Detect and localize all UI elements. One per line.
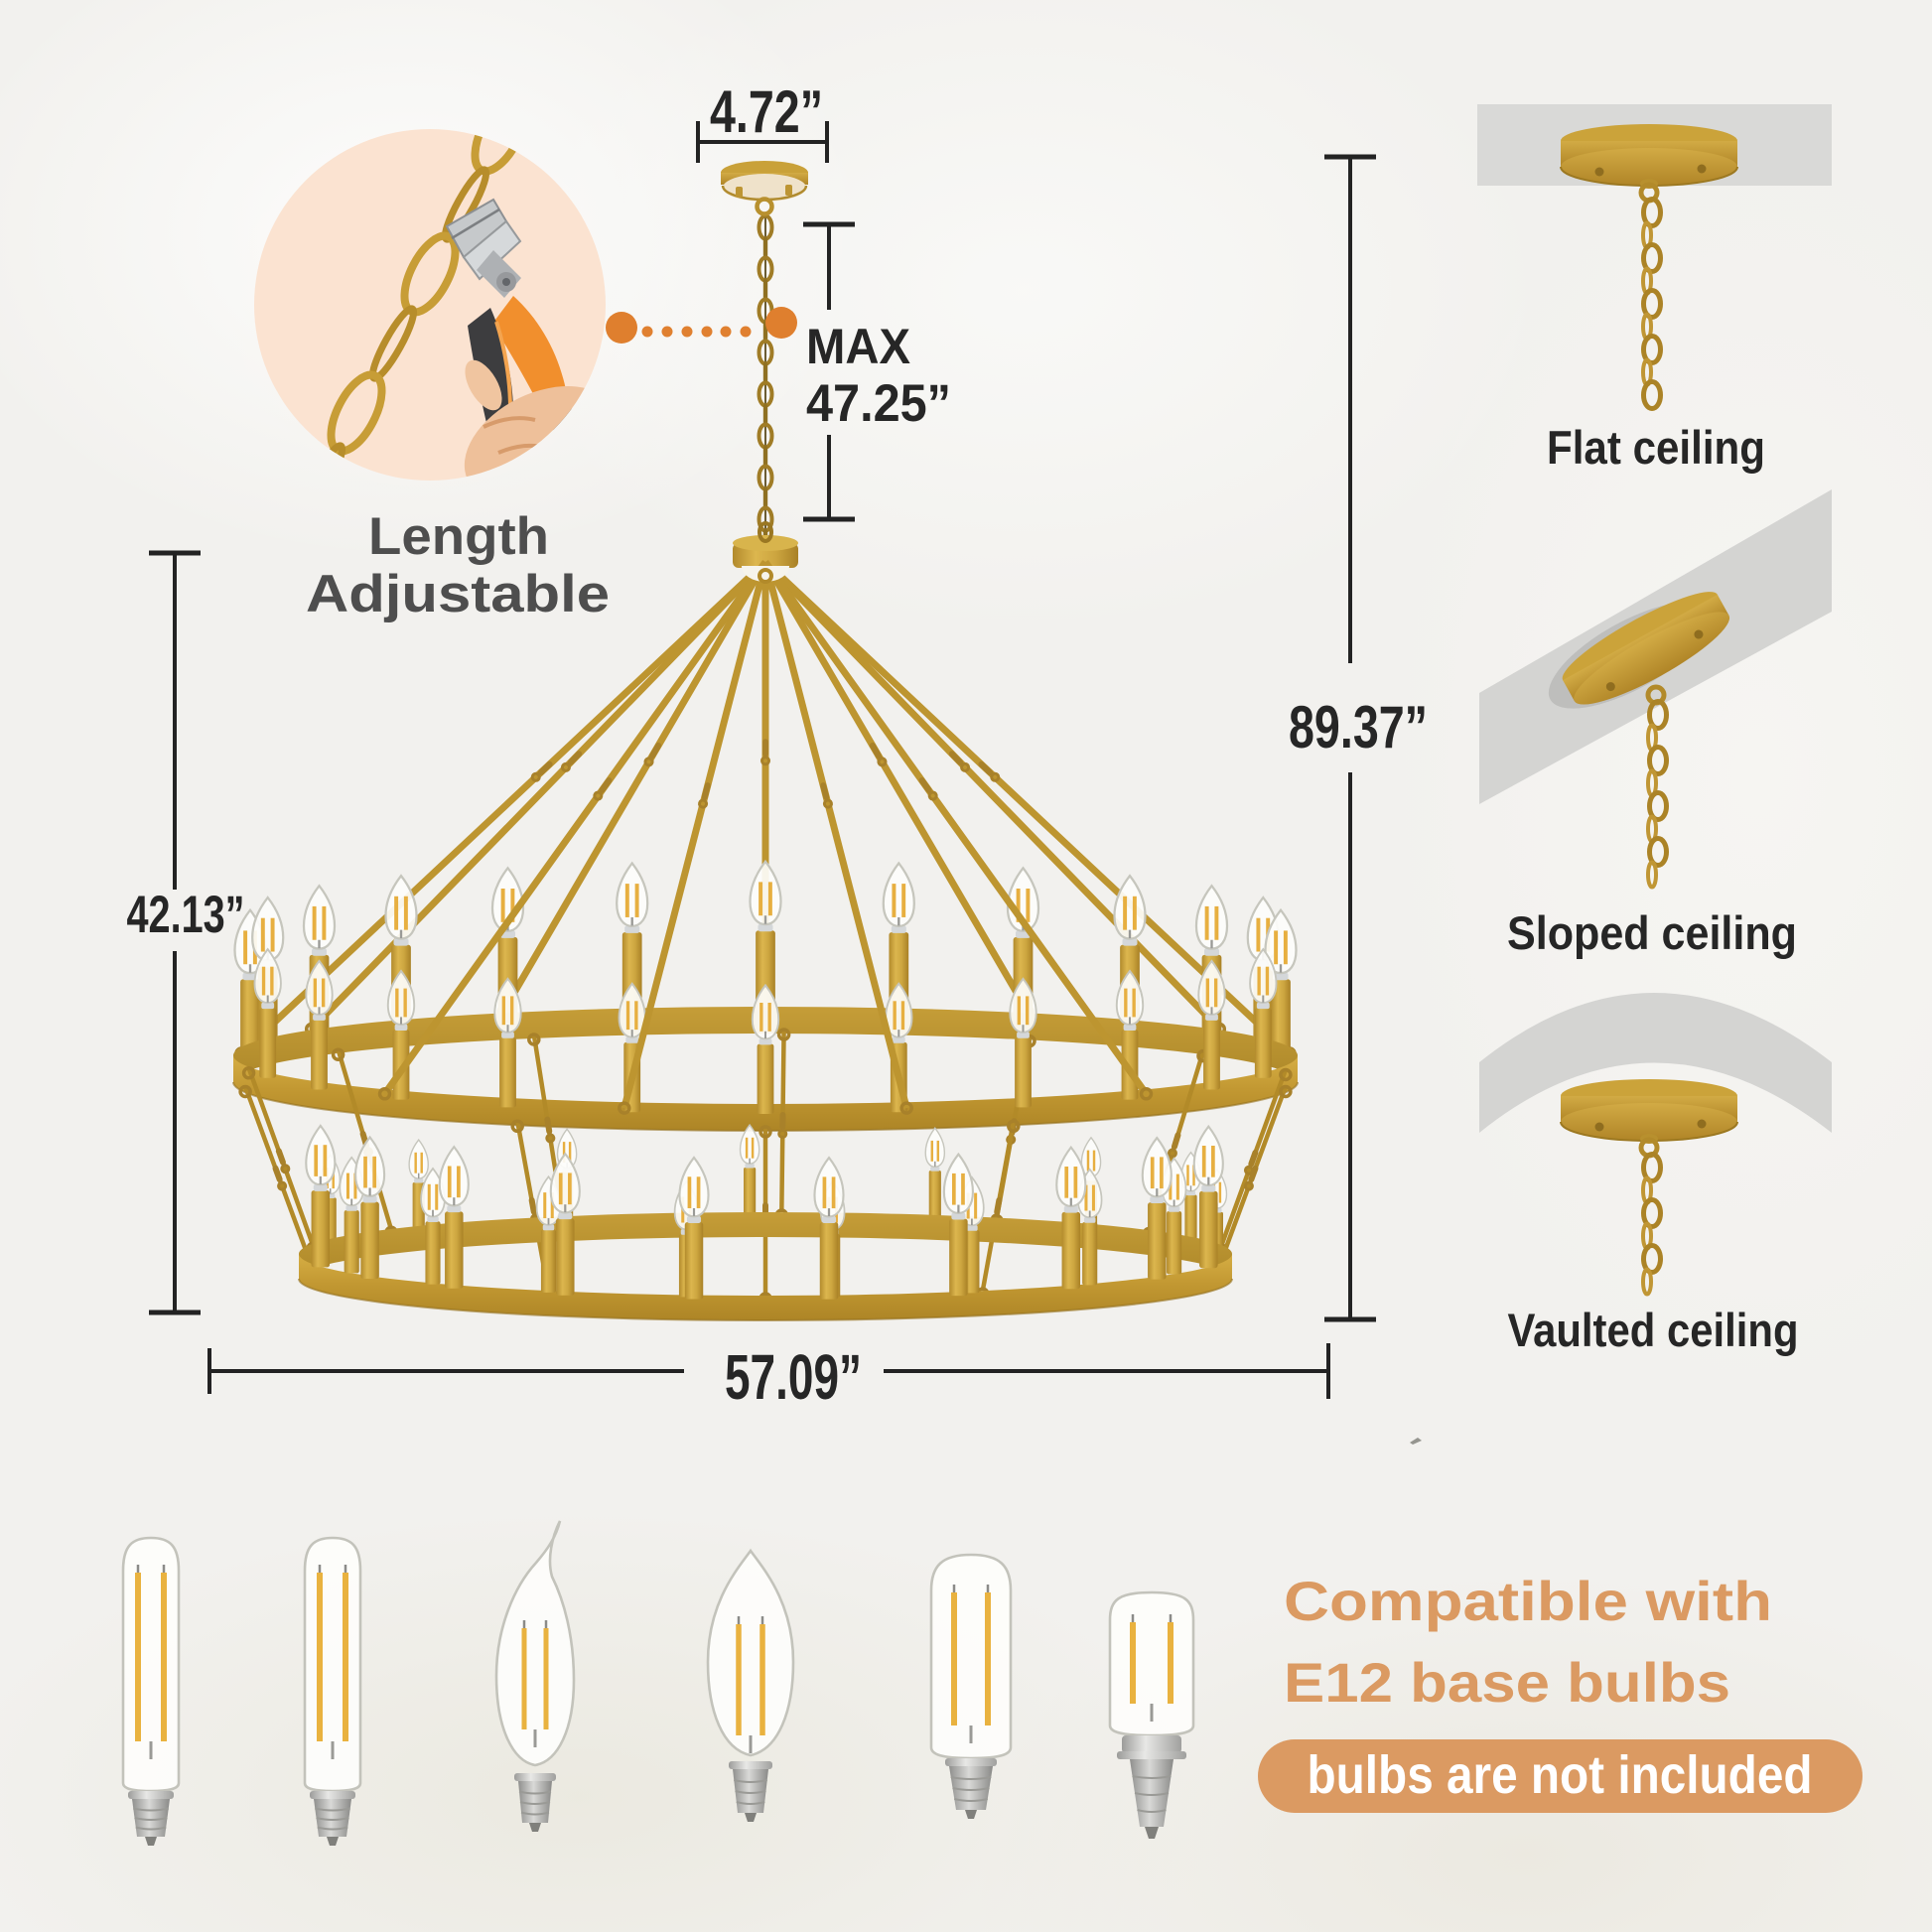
svg-text:Flat ceiling: Flat ceiling xyxy=(1547,421,1765,474)
svg-text:57.09”: 57.09” xyxy=(725,1341,862,1413)
svg-text:42.13”: 42.13” xyxy=(127,886,245,944)
svg-text:Compatible with: Compatible with xyxy=(1284,1570,1772,1632)
svg-text:4.72”: 4.72” xyxy=(710,78,823,145)
svg-text:Length: Length xyxy=(368,507,549,566)
svg-text:E12 base bulbs: E12 base bulbs xyxy=(1284,1651,1730,1714)
svg-text:MAX: MAX xyxy=(806,319,910,374)
svg-text:47.25”: 47.25” xyxy=(806,374,951,433)
svg-text:bulbs are not included: bulbs are not included xyxy=(1308,1745,1813,1805)
svg-text:Adjustable: Adjustable xyxy=(306,565,610,623)
svg-text:Vaulted ceiling: Vaulted ceiling xyxy=(1508,1304,1799,1356)
svg-text:Sloped ceiling: Sloped ceiling xyxy=(1507,906,1797,959)
svg-text:89.37”: 89.37” xyxy=(1289,694,1428,760)
